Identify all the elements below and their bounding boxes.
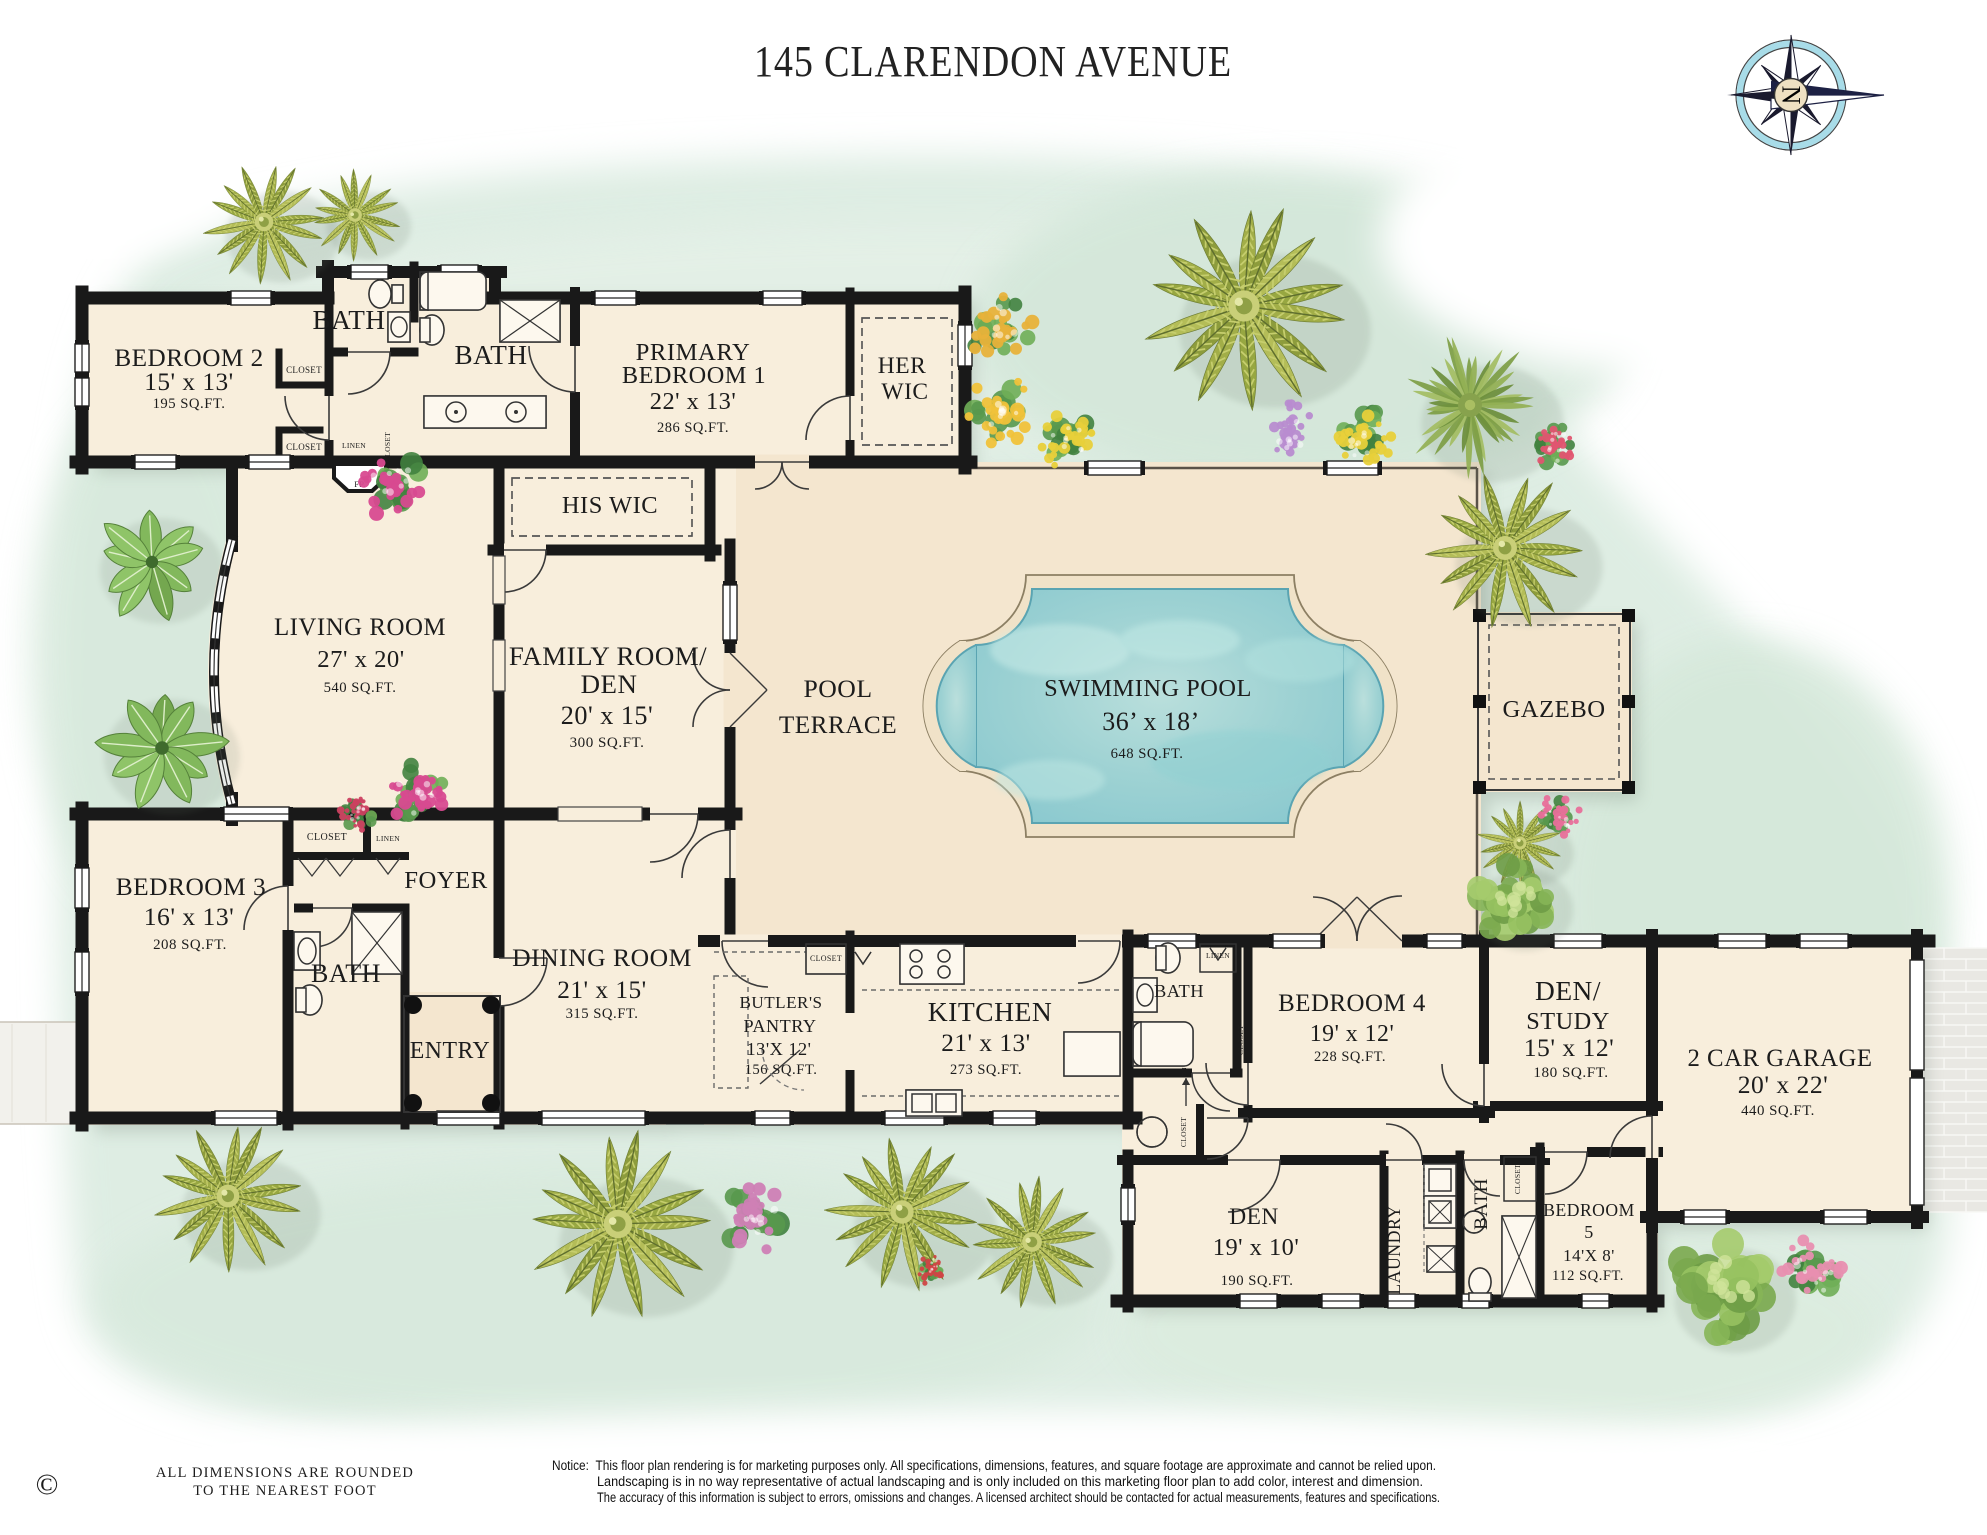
svg-text:145 CLARENDON AVENUE: 145 CLARENDON AVENUE [754,37,1232,86]
svg-text:HIS WIC: HIS WIC [562,492,658,519]
svg-text:14'X 8': 14'X 8' [1563,1246,1615,1265]
svg-text:TO THE NEAREST FOOT: TO THE NEAREST FOOT [193,1483,377,1499]
svg-text:BEDROOM: BEDROOM [1543,1200,1634,1220]
svg-text:21' x 13': 21' x 13' [941,1029,1031,1057]
svg-text:19' x 12': 19' x 12' [1310,1021,1394,1047]
svg-text:FOYER: FOYER [404,867,487,894]
svg-text:CLOSET: CLOSET [383,432,392,462]
svg-text:LINEN: LINEN [376,834,400,843]
svg-text:20' x 22': 20' x 22' [1738,1070,1829,1099]
svg-text:CLOSET: CLOSET [810,954,842,963]
svg-text:112 SQ.FT.: 112 SQ.FT. [1552,1268,1624,1284]
svg-text:156 SQ.FT.: 156 SQ.FT. [745,1062,818,1078]
svg-text:195 SQ.FT.: 195 SQ.FT. [153,396,226,412]
svg-text:SWIMMING POOL: SWIMMING POOL [1044,675,1252,702]
svg-text:TERRACE: TERRACE [779,712,897,739]
svg-text:CLOSET: CLOSET [307,832,347,843]
svg-text:CLOSET: CLOSET [1236,1025,1245,1055]
svg-text:BATH: BATH [313,305,386,335]
svg-text:POOL: POOL [803,674,872,703]
svg-text:BATH: BATH [311,959,381,988]
svg-text:286 SQ.FT.: 286 SQ.FT. [657,420,729,436]
svg-text:21' x 15': 21' x 15' [557,976,647,1004]
svg-text:DEN: DEN [1229,1204,1279,1230]
svg-text:ENTRY: ENTRY [410,1038,491,1064]
svg-text:DINING ROOM: DINING ROOM [512,943,692,972]
svg-text:The accuracy of this informati: The accuracy of this information is subj… [597,1490,1440,1505]
svg-text:BATH: BATH [1471,1178,1492,1230]
svg-text:13'X 12': 13'X 12' [747,1039,812,1059]
svg-text:LIVING ROOM: LIVING ROOM [274,614,446,641]
svg-text:CLOSET: CLOSET [1513,1164,1522,1194]
svg-text:273 SQ.FT.: 273 SQ.FT. [950,1062,1022,1078]
svg-text:CLOSET: CLOSET [286,365,322,375]
svg-text:DEN/: DEN/ [1535,976,1601,1006]
svg-text:Notice: This floor plan rende: Notice: This floor plan rendering is for… [552,1458,1436,1473]
svg-text:300 SQ.FT.: 300 SQ.FT. [570,735,645,751]
svg-text:180 SQ.FT.: 180 SQ.FT. [1533,1064,1608,1081]
svg-text:GAZEBO: GAZEBO [1502,696,1605,723]
svg-text:22' x 13': 22' x 13' [650,388,736,415]
svg-text:DN: DN [1181,1067,1188,1077]
svg-text:540 SQ.FT.: 540 SQ.FT. [324,680,397,696]
svg-text:648 SQ.FT.: 648 SQ.FT. [1111,746,1184,762]
svg-text:Landscaping is in no way repre: Landscaping is in no way representative … [597,1474,1423,1489]
svg-text:BEDROOM 2: BEDROOM 2 [114,345,263,372]
svg-text:FAMILY ROOM/: FAMILY ROOM/ [509,641,707,671]
svg-text:LINEN: LINEN [1206,951,1230,960]
svg-text:N: N [1777,86,1806,105]
svg-text:228 SQ.FT.: 228 SQ.FT. [1314,1049,1386,1065]
svg-text:BEDROOM 4: BEDROOM 4 [1278,990,1426,1017]
svg-text:STUDY: STUDY [1526,1008,1610,1035]
svg-text:KITCHEN: KITCHEN [928,996,1053,1027]
svg-text:15' x 13': 15' x 13' [144,368,234,396]
svg-text:20' x 15': 20' x 15' [561,701,654,730]
svg-text:ALL DIMENSIONS ARE ROUNDED: ALL DIMENSIONS ARE ROUNDED [156,1465,414,1481]
svg-text:36’ x 18’: 36’ x 18’ [1102,707,1200,736]
svg-text:BEDROOM 3: BEDROOM 3 [116,873,267,901]
svg-text:PRIMARY: PRIMARY [636,339,751,366]
svg-text:WIC: WIC [881,379,928,405]
svg-text:15' x 12': 15' x 12' [1524,1033,1615,1062]
svg-text:440 SQ.FT.: 440 SQ.FT. [1741,1103,1815,1119]
svg-text:BATH: BATH [1154,981,1204,1001]
svg-text:LAUNDRY: LAUNDRY [1384,1205,1404,1294]
svg-text:©: © [36,1468,59,1501]
svg-text:5: 5 [1584,1222,1594,1242]
svg-text:BATH: BATH [455,340,528,370]
svg-text:19' x 10': 19' x 10' [1213,1234,1299,1261]
svg-text:315 SQ.FT.: 315 SQ.FT. [566,1006,639,1022]
svg-text:HER: HER [878,353,927,379]
svg-text:CLOSET: CLOSET [1179,1117,1188,1147]
svg-text:27' x 20': 27' x 20' [317,646,404,673]
svg-text:16' x 13': 16' x 13' [144,902,235,931]
svg-text:BEDROOM 1: BEDROOM 1 [622,362,766,389]
svg-text:190 SQ.FT.: 190 SQ.FT. [1221,1273,1294,1289]
svg-text:CLOSET: CLOSET [286,442,322,452]
svg-text:BUTLER'S: BUTLER'S [739,993,822,1012]
svg-text:PANTRY: PANTRY [743,1016,816,1036]
svg-text:DEN: DEN [581,669,638,699]
svg-text:208 SQ.FT.: 208 SQ.FT. [153,937,227,953]
svg-text:LINEN: LINEN [342,441,366,450]
svg-text:2 CAR GARAGE: 2 CAR GARAGE [1687,1045,1872,1072]
